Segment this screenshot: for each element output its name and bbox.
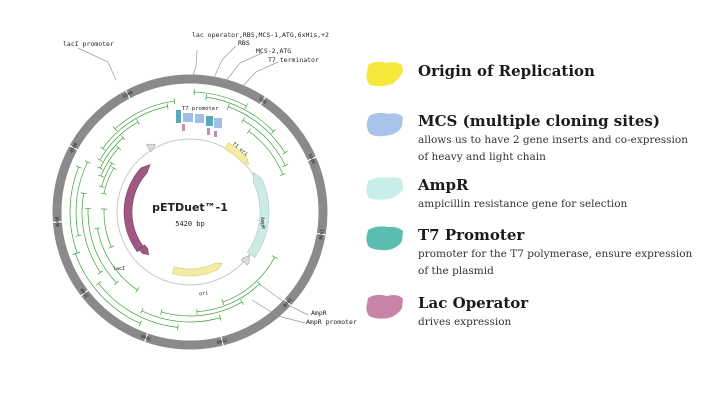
ring-tick <box>219 334 224 347</box>
mcs-swatch-icon <box>362 108 406 140</box>
legend-desc: promoter for the T7 polymerase, ensure e… <box>418 248 693 277</box>
lacI-promoter-arrow <box>146 143 156 153</box>
lac-swatch-icon <box>362 290 406 322</box>
label-ori: ori <box>199 290 209 297</box>
ring-tick-label: 5000 <box>122 90 135 101</box>
ring-tick <box>314 232 327 236</box>
mcs-block-4 <box>206 116 213 126</box>
mcs-block-1 <box>176 110 181 123</box>
label-lacI-inner: lacI <box>113 266 125 272</box>
label-lac-operator: lac operator,RBS,MCS-1,ATG,6xHis,+2 <box>192 31 329 39</box>
ring-tick-label: 500 <box>258 96 268 106</box>
ring-tick-label: 1000 <box>307 153 317 166</box>
mcs-block-5 <box>214 118 222 128</box>
ring-tick-label: 4500 <box>69 142 80 155</box>
label-ampr: AmpR <box>311 309 327 317</box>
legend-desc: ampicillin resistance gene for selection <box>418 198 628 210</box>
ring-tick <box>124 89 132 101</box>
label-t7-promoter-small: T7 promoter <box>182 106 219 112</box>
t7-swatch-icon <box>362 222 406 254</box>
legend-desc: allows us to have 2 gene inserts and co-… <box>418 134 688 163</box>
ampr-promoter-arrow <box>240 255 251 266</box>
plasmid-size: 5420 bp <box>175 220 205 228</box>
ring-tick <box>305 156 317 163</box>
label-rbs: RBS <box>238 39 250 47</box>
ring-tick-label: 2500 <box>216 336 228 345</box>
enzyme-site-lines <box>69 89 289 331</box>
label-lacI-promoter: lacI promoter <box>63 40 114 48</box>
label-ampr-promoter: AmpR promoter <box>306 318 357 326</box>
ring-tick-label: 4000 <box>54 216 61 228</box>
lacI-arrow <box>123 164 151 253</box>
ori-arrow <box>171 262 223 277</box>
ring-tick <box>143 330 150 343</box>
ring-tick <box>80 288 91 297</box>
label-ampr-inner: AmpR <box>259 217 266 231</box>
ring-tick-label: 2000 <box>281 296 293 308</box>
mcs-block-3 <box>195 114 204 123</box>
label-t7-terminator: T7 terminator <box>268 56 319 64</box>
legend-title: AmpR <box>418 176 469 194</box>
ring-tick-label: 3000 <box>140 332 152 341</box>
rbs-marker-2 <box>207 128 210 135</box>
ring-tick <box>52 220 65 223</box>
rbs-marker-1 <box>182 124 185 131</box>
ring-tick-label: 1500 <box>317 228 325 240</box>
ring-tick-label: 3500 <box>79 286 91 298</box>
legend-desc: drives expression <box>418 316 512 328</box>
origin-swatch-icon <box>362 58 406 90</box>
ampr-swatch-icon <box>362 172 406 204</box>
mcs-block-2 <box>183 113 193 122</box>
small-lacI-feature <box>138 244 150 256</box>
ampr-arrow <box>246 171 270 258</box>
legend-title: Origin of Replication <box>418 62 595 80</box>
f1-ori-arrow <box>224 142 250 165</box>
ring-tick <box>281 297 292 307</box>
plasmid-name: pETDuet™-1 <box>152 201 228 214</box>
legend-title: MCS (multiple cloning sites) <box>418 112 660 130</box>
rbs-marker-3 <box>214 131 217 137</box>
leader-lines <box>77 45 309 324</box>
outer-ring-inner-edge <box>61 83 319 341</box>
legend-title: T7 Promoter <box>418 226 525 244</box>
ring-tick <box>68 144 80 152</box>
ring-tick <box>258 96 267 107</box>
legend-title: Lac Operator <box>418 294 529 312</box>
label-mcs2: MCS-2,ATG <box>256 47 291 55</box>
outer-ring <box>52 74 328 350</box>
ring-tick-marks: 500 1000 1500 2000 2500 3000 3500 4000 4500 5000 <box>52 89 327 347</box>
